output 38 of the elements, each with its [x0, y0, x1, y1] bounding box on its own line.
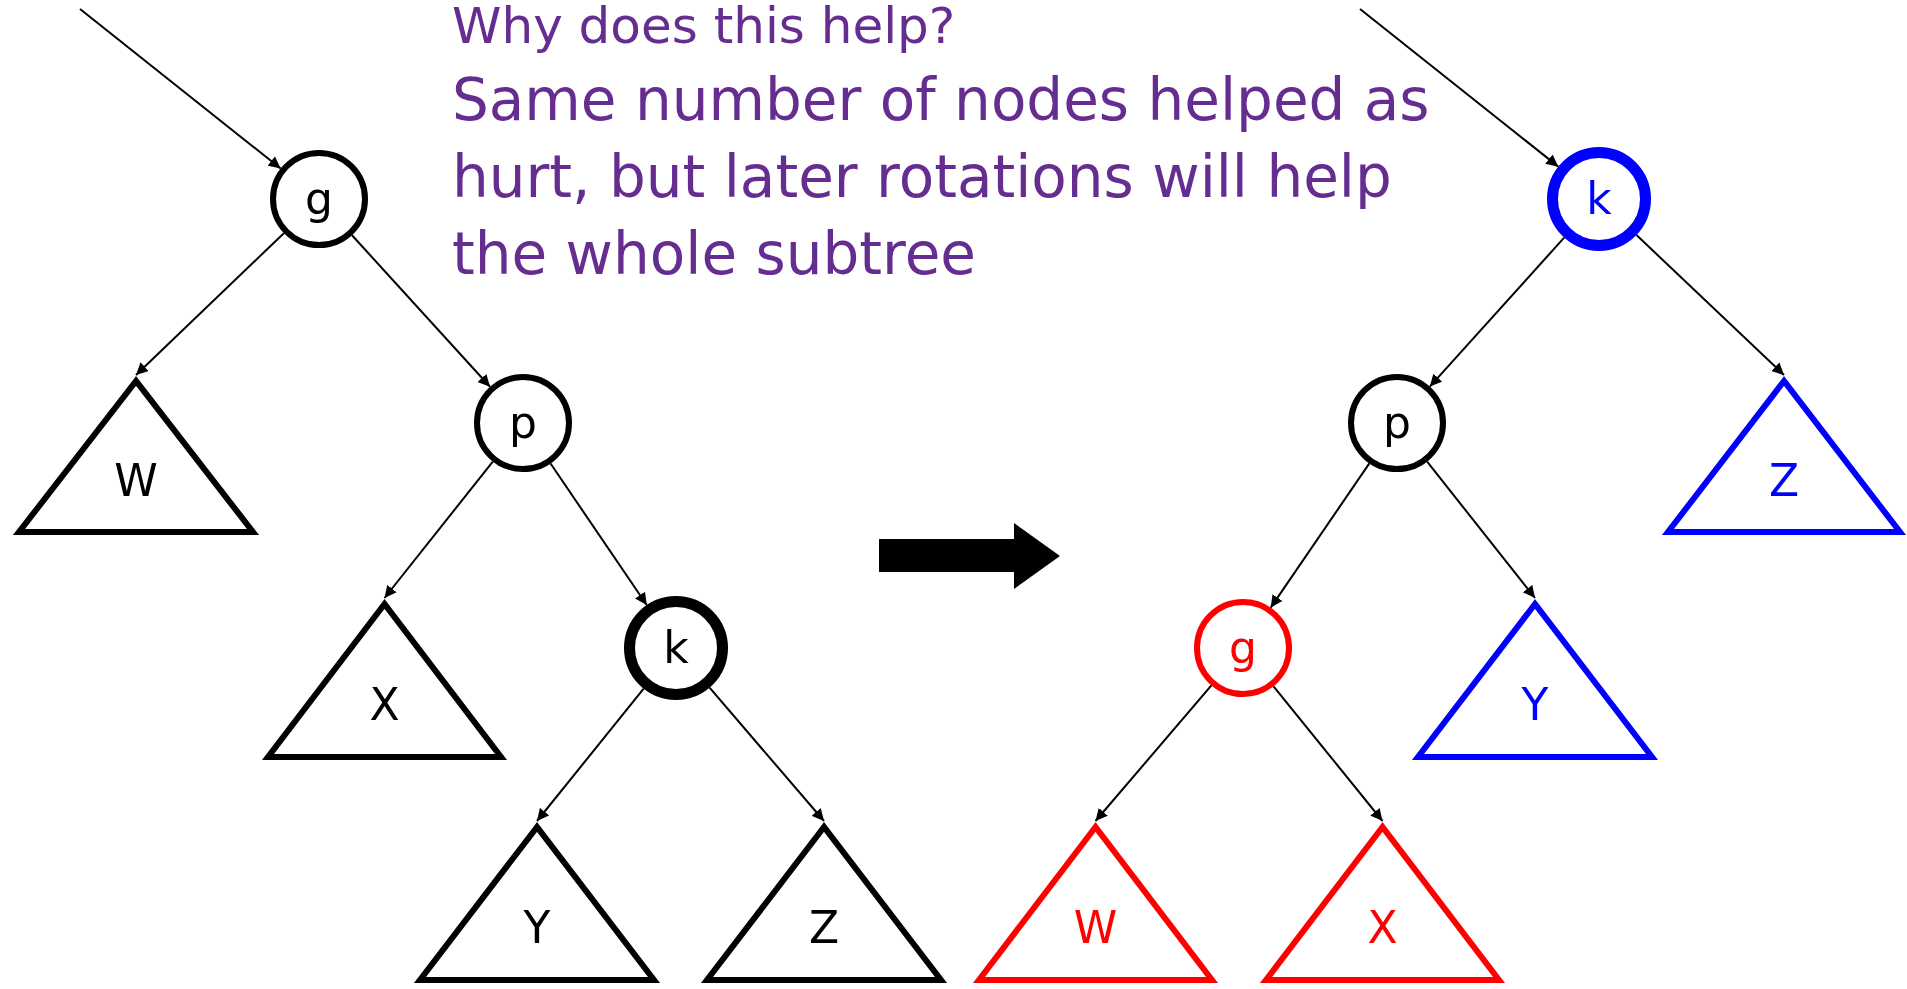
node-label: p [1383, 401, 1411, 445]
subtree-label: Z [1767, 459, 1801, 504]
title: Why does this help? [452, 0, 956, 56]
subtree-triangle [703, 823, 945, 983]
subtree-label: Y [522, 906, 552, 951]
note-text: Same number of nodes helped as hurt, but later rotations will help the whole subtree [452, 65, 1431, 290]
arrow [1269, 462, 1371, 609]
subtree-label: W [113, 459, 159, 504]
node-label: g [1229, 626, 1257, 670]
arrow [1272, 685, 1384, 822]
arrow [549, 462, 648, 606]
arrow [1094, 684, 1213, 822]
arrow [135, 232, 285, 376]
subtree-label: X [1366, 906, 1399, 951]
arrow [1426, 460, 1536, 599]
arrow [536, 687, 645, 822]
arrow [79, 8, 282, 170]
subtree-triangle [1262, 823, 1503, 983]
arrow [1359, 8, 1560, 168]
subtree-label: Z [807, 906, 841, 951]
arrow [351, 234, 491, 388]
node-label: k [663, 626, 689, 670]
arrow [383, 460, 494, 599]
node-label: k [1586, 177, 1612, 221]
subtree-label: X [368, 683, 401, 728]
node-label: p [509, 401, 537, 445]
arrow [1635, 234, 1785, 376]
arrow [1428, 236, 1566, 388]
arrow [708, 686, 825, 822]
subtree-triangle [1664, 377, 1904, 535]
node-label: g [305, 177, 333, 221]
subtree-label: Y [1520, 683, 1550, 728]
subtree-triangle [15, 377, 257, 535]
subtree-triangle [264, 600, 505, 760]
subtree-triangle [975, 823, 1216, 983]
subtree-label: W [1072, 906, 1119, 951]
subtree-triangle [1414, 600, 1656, 760]
subtree-triangle [416, 823, 658, 983]
